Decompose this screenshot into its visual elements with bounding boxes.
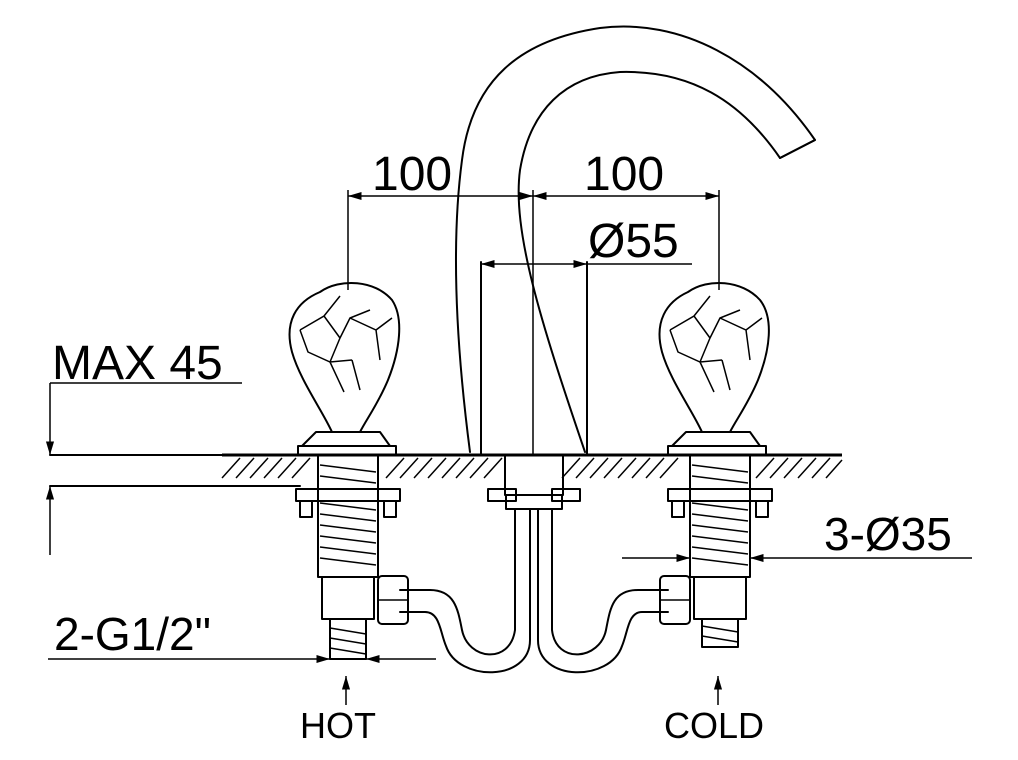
hot-label: HOT — [300, 705, 376, 746]
hot-valve-body — [295, 454, 401, 660]
dimension-hole-diameter: 3-Ø35 — [622, 508, 972, 563]
left-spacing-label: 100 — [372, 148, 452, 201]
spout-diameter-label: Ø55 — [588, 215, 679, 268]
countertop-hatching — [221, 457, 843, 479]
cold-valve-body — [667, 454, 773, 648]
countertop — [49, 453, 843, 487]
hot-inlet: HOT — [300, 676, 376, 746]
hot-handle — [288, 282, 401, 456]
dimension-connection-thread: 2-G1/2" — [48, 608, 436, 664]
spout-mount — [487, 454, 581, 510]
dimension-left-spacing: 100 — [347, 148, 534, 455]
dimension-spout-diameter: Ø55 — [481, 215, 692, 269]
cold-label: COLD — [664, 705, 764, 746]
right-spacing-label: 100 — [584, 148, 664, 201]
dimension-right-spacing: 100 — [533, 148, 720, 290]
cold-handle — [658, 282, 770, 456]
cold-inlet: COLD — [664, 676, 764, 746]
connection-thread-label: 2-G1/2" — [54, 608, 211, 660]
hole-diameter-label: 3-Ø35 — [824, 508, 952, 560]
spout — [455, 25, 816, 456]
hoses — [377, 508, 691, 674]
max-thickness-label: MAX 45 — [52, 337, 223, 390]
dimension-max-thickness: MAX 45 — [45, 337, 242, 555]
